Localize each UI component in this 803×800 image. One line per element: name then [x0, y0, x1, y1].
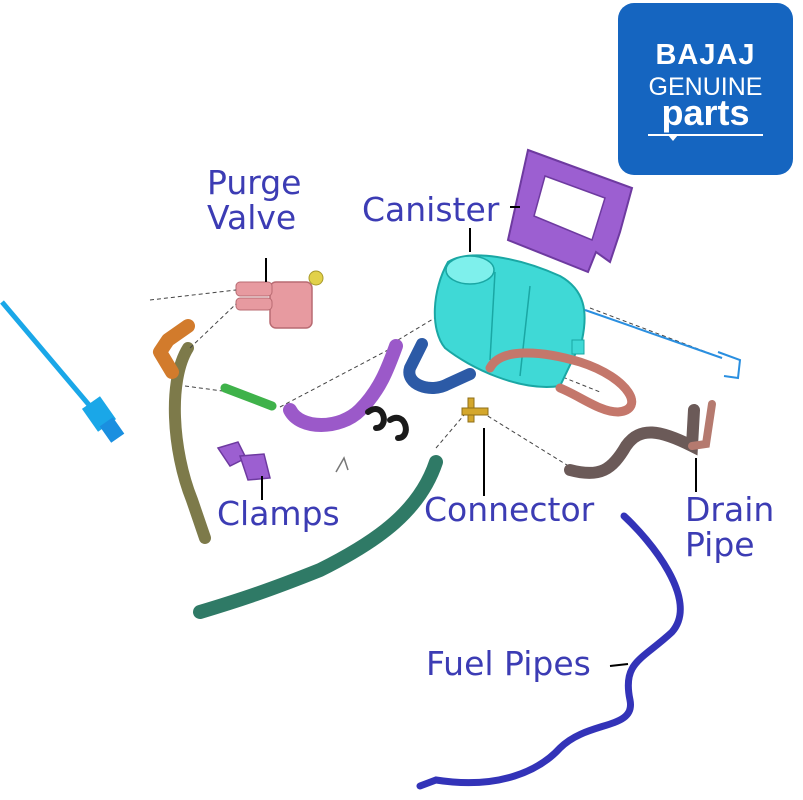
- green-hose-part: [193, 455, 443, 619]
- purge-valve-part: [235, 270, 324, 329]
- connector-part: [461, 397, 489, 423]
- drain-pipe-label-line1: Drain: [685, 490, 775, 529]
- logo-brand-text: BAJAJ: [655, 39, 756, 71]
- leader-lines: [261, 206, 697, 667]
- clamps-part: [216, 441, 271, 481]
- drain-pipe-label-line2: Pipe: [685, 524, 755, 564]
- canister-part: [433, 254, 586, 388]
- bajaj-genuine-parts-logo: BAJAJ GENUINE parts: [618, 3, 793, 175]
- fuel-pipe-part: [416, 512, 684, 790]
- blue-strap-part: [0, 300, 125, 443]
- logo-genuine-text: GENUINE: [648, 73, 763, 101]
- green-tube-part: [220, 383, 277, 411]
- bracket-part: [506, 148, 634, 274]
- fuel-pipes-label: Fuel Pipes: [426, 644, 591, 683]
- purge-valve-label: Purge Valve: [207, 163, 302, 237]
- connector-label: Connector: [424, 490, 595, 529]
- logo-parts-text: parts: [661, 92, 750, 133]
- orange-elbow-part: [153, 319, 195, 379]
- drain-pipe-label: Drain Pipe: [685, 490, 775, 564]
- olive-hose-part: [168, 342, 211, 544]
- logo-underline-tip: [668, 135, 678, 141]
- purge-valve-label-line1: Purge: [207, 163, 302, 202]
- drain-pipe-part: [564, 400, 716, 479]
- purple-hose-part: [283, 339, 403, 432]
- purge-valve-label-line2: Valve: [207, 197, 297, 237]
- canister-label: Canister: [362, 190, 500, 229]
- small-clip-part: [335, 456, 349, 473]
- strap-clip-part: [717, 351, 742, 380]
- clamps-label: Clamps: [217, 494, 340, 533]
- logo-underline: [648, 134, 763, 136]
- canister-strap-part: [584, 309, 723, 359]
- blue-hose-part: [403, 338, 476, 394]
- black-clip-part: [365, 406, 409, 441]
- copper-pipe-part: [485, 348, 637, 417]
